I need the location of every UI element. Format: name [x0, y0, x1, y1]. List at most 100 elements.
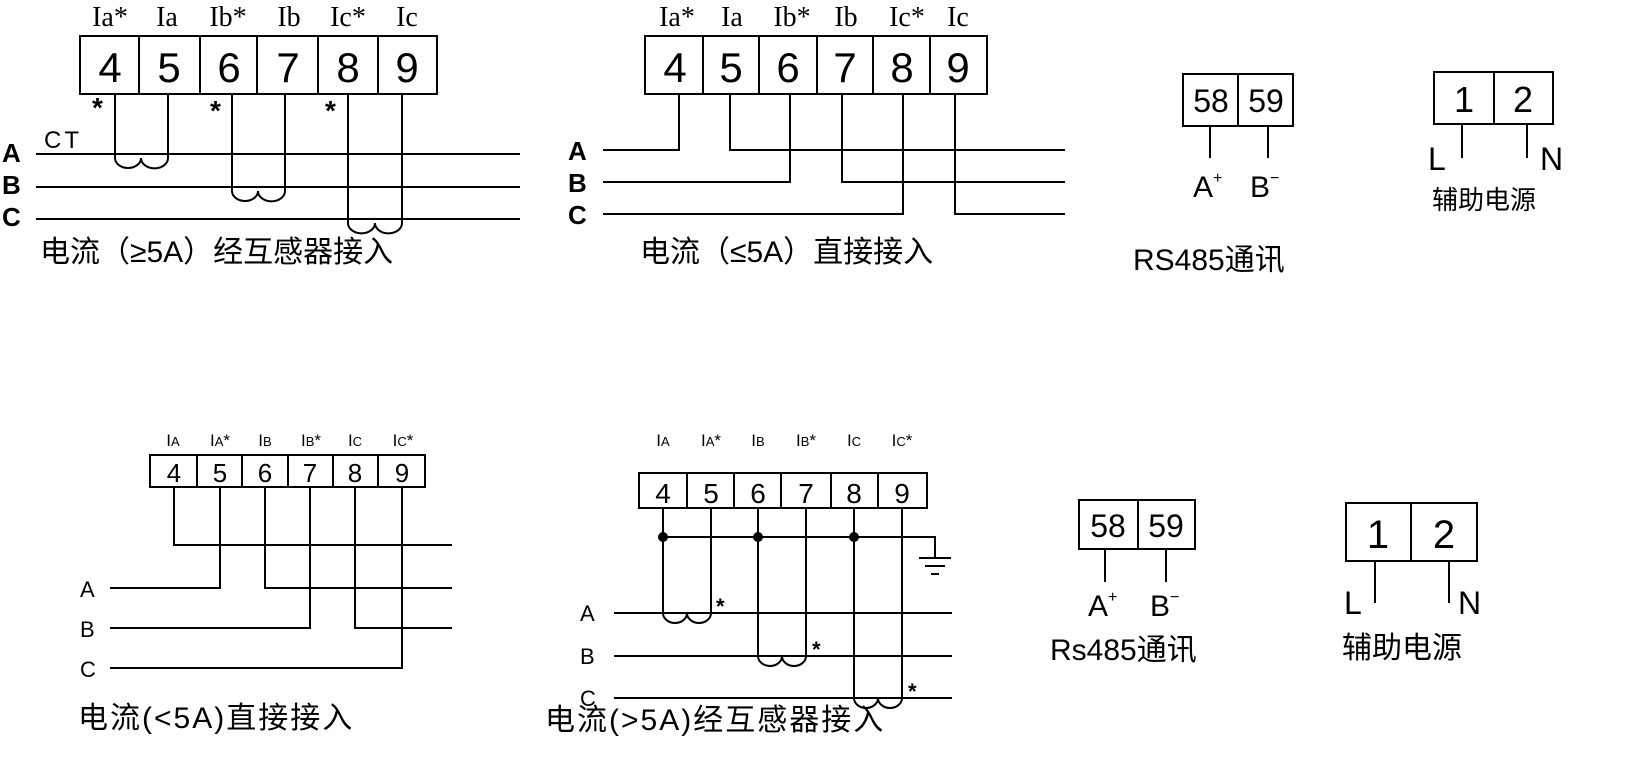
- phase-label: B: [2, 170, 21, 200]
- terminal-number: 7: [303, 458, 317, 488]
- terminal-number: 4: [655, 478, 671, 509]
- terminal-number: 58: [1090, 508, 1126, 544]
- terminal-number: 7: [798, 478, 814, 509]
- terminal-number: 5: [213, 458, 227, 488]
- polarity-mark: *: [908, 679, 917, 704]
- phase-label: C: [2, 202, 21, 232]
- terminal-number: 9: [395, 458, 409, 488]
- terminal-label: Ib: [834, 2, 857, 33]
- rs485-a-label: A+: [1193, 170, 1222, 204]
- phase-lines: [36, 153, 520, 220]
- terminal-label: IB: [751, 431, 764, 450]
- terminal-number: 59: [1148, 508, 1184, 544]
- ct-wiring: [658, 508, 936, 709]
- terminal-number: 59: [1248, 83, 1284, 119]
- terminal-number: 1: [1454, 79, 1474, 120]
- live-label: L: [1344, 585, 1362, 621]
- terminal-number: 58: [1193, 83, 1229, 119]
- terminal-number: 9: [946, 44, 969, 91]
- ct-wiring: [114, 94, 403, 235]
- polarity-mark: *: [325, 95, 336, 126]
- terminal-label: Ia: [721, 2, 743, 33]
- aux-power-terminal-bottom: 1 2 L N 辅助电源: [1342, 502, 1481, 665]
- terminal-number: 6: [217, 44, 240, 91]
- terminal-number: 8: [348, 458, 362, 488]
- terminal-block: 4 5 6 7 8 9: [149, 454, 426, 488]
- junction-dot: [753, 532, 763, 542]
- terminal-number: 4: [98, 44, 121, 91]
- terminal-number: 9: [395, 44, 418, 91]
- terminal-label: Ia: [156, 2, 178, 33]
- terminal-block: 4 5 6 7 8 9: [644, 35, 988, 95]
- terminal-label: Ic*: [330, 2, 366, 33]
- terminal-number: 7: [833, 44, 856, 91]
- phase-label: C: [80, 657, 96, 682]
- terminal-block: 4 5 6 7 8 9: [638, 472, 928, 509]
- terminal-label: IA: [656, 431, 670, 450]
- terminal-label: Ib*: [773, 2, 810, 33]
- terminal-label: Ia*: [92, 2, 128, 33]
- polarity-mark: *: [812, 637, 821, 662]
- terminal-label: Ib: [277, 2, 300, 33]
- junction-dot: [849, 532, 859, 542]
- terminal-label: Ic*: [889, 2, 925, 33]
- rs485-terminal-bottom: 58 59 A+ B− Rs485通讯: [1050, 499, 1197, 667]
- aux-power-caption: 辅助电源: [1432, 185, 1536, 215]
- terminal-label: IB*: [796, 431, 816, 450]
- neutral-label: N: [1458, 585, 1481, 621]
- terminal-number: 4: [167, 458, 181, 488]
- rs485-a-label: A+: [1088, 589, 1117, 623]
- terminal-number: 2: [1433, 513, 1455, 557]
- terminal-label: Ic: [947, 2, 969, 33]
- terminal-label: IA: [166, 431, 180, 450]
- diagram-ct-5a-above: Ia* Ia Ib* Ib Ic* Ic 4 5 6 7 8 9: [2, 2, 520, 269]
- terminal-label: Ic: [396, 2, 418, 33]
- terminal-label: IB: [258, 431, 271, 450]
- terminal-number: 6: [776, 44, 799, 91]
- terminal-number: 1: [1367, 513, 1389, 557]
- polarity-mark: *: [716, 594, 725, 619]
- phase-label: A: [568, 136, 587, 166]
- rs485-b-label: B−: [1250, 170, 1279, 204]
- aux-power-terminal-top: 1 2 L N 辅助电源: [1428, 71, 1563, 215]
- junction-dot: [658, 532, 668, 542]
- phase-label: A: [80, 577, 95, 602]
- diagram-caption: 电流（≥5A）经互感器接入: [40, 236, 393, 269]
- terminal-number: 4: [663, 44, 686, 91]
- terminal-number: 8: [336, 44, 359, 91]
- terminal-label: IC: [847, 431, 861, 450]
- neutral-label: N: [1540, 141, 1563, 177]
- terminal-labels: Ia* Ia Ib* Ib Ic* Ic: [92, 2, 418, 33]
- ct-label: CT: [44, 127, 82, 154]
- diagram-caption: 电流(>5A)经互感器接入: [545, 704, 885, 737]
- diagram-caption: 电流（≤5A）直接接入: [640, 236, 933, 269]
- rs485-terminal-top: 58 59 A+ B− RS485通讯: [1133, 73, 1294, 277]
- terminal-number: 5: [703, 478, 719, 509]
- polarity-mark: *: [210, 95, 221, 126]
- diagram-ct-over-5a: IA IA* IB IB* IC IC* 4 5 6 7 8 9: [545, 431, 952, 737]
- terminal-label: IA*: [210, 431, 230, 450]
- terminal-label: IB*: [301, 431, 321, 450]
- terminal-label: Ib*: [209, 2, 246, 33]
- phase-label: C: [568, 200, 587, 230]
- terminal-number: 2: [1513, 79, 1533, 120]
- phase-label: B: [80, 617, 95, 642]
- ground-icon: [919, 557, 951, 575]
- phase-label: A: [2, 138, 21, 168]
- rs485-caption: RS485通讯: [1133, 244, 1285, 277]
- diagram-direct-under-5a: IA IA* IB IB* IC IC* 4 5 6 7 8 9: [78, 431, 452, 735]
- direct-wiring: [603, 94, 1065, 215]
- phase-label: B: [580, 644, 595, 669]
- terminal-number: 6: [258, 458, 272, 488]
- diagram-caption: 电流(<5A)直接接入: [78, 702, 354, 735]
- terminal-block: 4 5 6 7 8 9: [79, 35, 438, 95]
- phase-label: C: [580, 686, 596, 711]
- diagram-direct-5a-below: Ia* Ia Ib* Ib Ic* Ic 4 5 6 7 8 9 A: [568, 2, 1065, 269]
- terminal-number: 7: [276, 44, 299, 91]
- terminal-number: 9: [894, 478, 910, 509]
- phase-label: B: [568, 168, 587, 198]
- terminal-label: IC: [348, 431, 362, 450]
- terminal-number: 5: [157, 44, 180, 91]
- rs485-caption: Rs485通讯: [1050, 634, 1197, 667]
